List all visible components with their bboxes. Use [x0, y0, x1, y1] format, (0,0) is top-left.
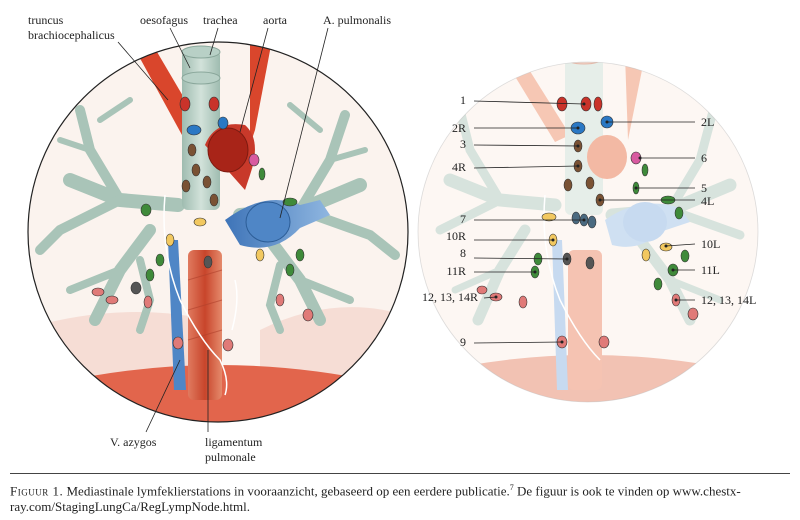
station-8: 8: [460, 246, 466, 260]
pulmonary-artery: [245, 201, 291, 243]
label-oesofagus: oesofagus: [140, 13, 188, 27]
label-trachea: trachea: [203, 13, 238, 27]
label-a-pulmonalis: A. pulmonalis: [323, 13, 391, 27]
station-12-13-14L: 12, 13, 14L: [701, 293, 756, 307]
figure-caption: Figuur 1. Mediastinale lymfeklierstation…: [10, 480, 795, 515]
station-9: 9: [460, 335, 466, 349]
station-5: 5: [701, 181, 707, 195]
station-12-13-14R: 12, 13, 14R: [422, 290, 478, 304]
right-lung-bronchial-tree: [35, 97, 185, 334]
station-4R: 4R: [452, 160, 466, 174]
caption-rule: [10, 473, 790, 474]
label-aorta: aorta: [263, 13, 288, 27]
caption-lead: Figuur 1.: [10, 483, 64, 499]
station-11L: 11L: [701, 263, 720, 277]
station-4L: 4L: [701, 194, 714, 208]
station-6: 6: [701, 151, 707, 165]
station-labels-left: 1 2R 3 4R 7 10R 8 11R 12, 13, 14R 9: [422, 93, 586, 349]
label-ligamentum-line2: pulmonale: [205, 450, 256, 464]
left-labels: truncus brachiocephalicus oesofagus trac…: [28, 13, 391, 464]
caption-text: Mediastinale lymfeklierstations in voora…: [63, 483, 510, 499]
descending-aorta: [188, 250, 222, 400]
label-truncus-line1: truncus: [28, 13, 64, 27]
station-2R: 2R: [452, 121, 466, 135]
station-7: 7: [460, 212, 466, 226]
station-labels-right: 2L 6 5 4L 10L 11L 12, 13, 14L: [598, 115, 756, 307]
station-11R: 11R: [446, 264, 466, 278]
label-ligamentum-line1: ligamentum: [205, 435, 263, 449]
left-panel: [27, 41, 409, 423]
station-10R: 10R: [446, 229, 466, 243]
aortic-arch: [207, 127, 249, 173]
caption-text2: De figuur is ook te vinden op www.chestx…: [10, 483, 741, 515]
station-2L: 2L: [701, 115, 714, 129]
label-v-azygos: V. azygos: [110, 435, 157, 449]
aorta-vessel: [250, 42, 272, 145]
station-10L: 10L: [701, 237, 720, 251]
station-1: 1: [460, 93, 466, 107]
label-truncus-line2: brachiocephalicus: [28, 28, 115, 42]
mediastinal-lymph-node-diagram: truncus brachiocephalicus oesofagus trac…: [27, 13, 759, 464]
lymph-nodes-left: [91, 96, 314, 352]
station-3: 3: [460, 137, 466, 151]
caption-ref: 7: [509, 483, 514, 492]
